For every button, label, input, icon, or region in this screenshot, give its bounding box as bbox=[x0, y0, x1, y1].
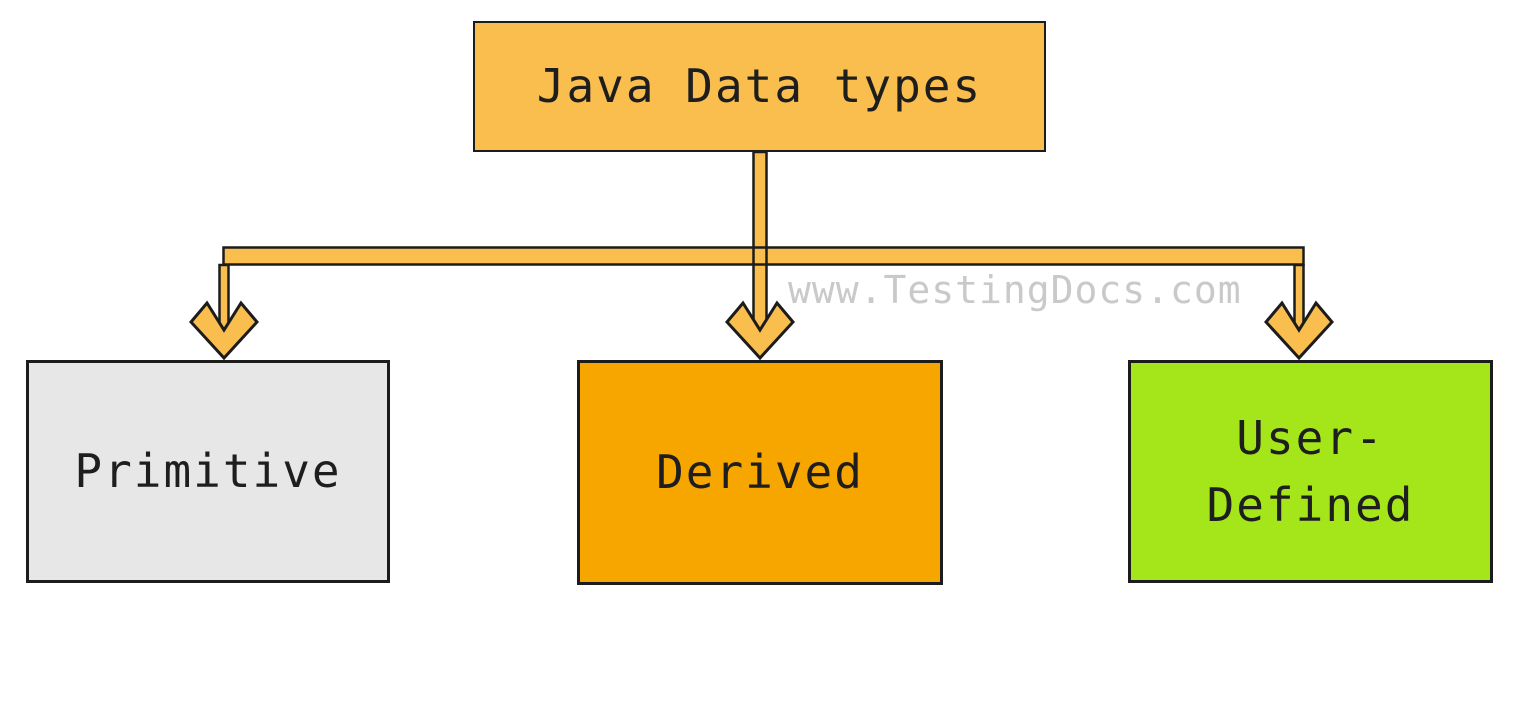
node-primitive: Primitive bbox=[26, 360, 390, 583]
arrow-down-icon bbox=[189, 300, 259, 361]
arrowheads bbox=[189, 300, 1334, 361]
node-java-data-types: Java Data types bbox=[473, 21, 1046, 152]
right-drop-line bbox=[1294, 265, 1304, 345]
connector-outlines bbox=[218, 150, 1305, 347]
arrow-down-icon bbox=[1264, 300, 1334, 361]
node-user-defined: User- Defined bbox=[1128, 360, 1493, 583]
watermark-text: www.TestingDocs.com bbox=[788, 268, 1242, 312]
arrow-down-icon bbox=[725, 300, 795, 361]
node-label: Derived bbox=[656, 445, 864, 500]
node-derived: Derived bbox=[577, 360, 943, 585]
left-drop-line bbox=[219, 265, 229, 345]
branch-bar bbox=[223, 247, 1304, 265]
node-label: Java Data types bbox=[536, 59, 983, 114]
node-label: Primitive bbox=[74, 444, 342, 499]
node-label: User- Defined bbox=[1206, 410, 1415, 532]
